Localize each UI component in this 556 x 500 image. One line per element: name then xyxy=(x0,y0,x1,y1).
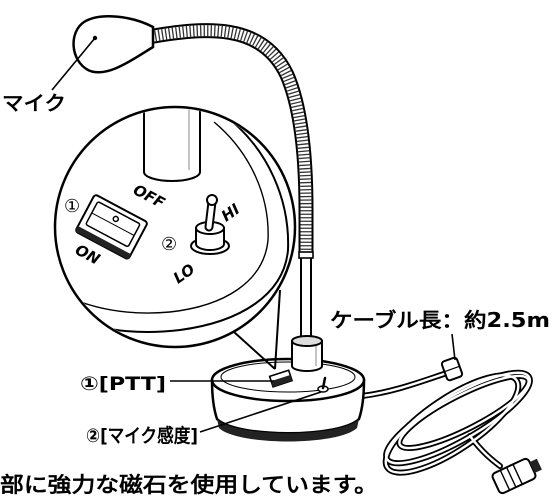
base-top-inner xyxy=(220,361,356,393)
cable-leader xyxy=(451,333,456,361)
zoom-ptt-rocker-switch[interactable] xyxy=(75,194,148,260)
base-ptt-switch[interactable] xyxy=(268,369,294,388)
cable-length-label: ケーブル長：約2.5m xyxy=(330,308,550,332)
zoom-base-rim-inner xyxy=(65,121,269,314)
mic-collar xyxy=(291,335,323,372)
mic-label: マイク xyxy=(2,91,66,115)
base-bottom-band xyxy=(217,419,359,442)
mic-sensitivity-label: ②[マイク感度] xyxy=(86,424,198,447)
mic-leader-dot xyxy=(92,35,98,41)
base-sensitivity-toggle[interactable] xyxy=(317,376,329,393)
sensitivity-leader xyxy=(199,391,322,433)
cable-plug xyxy=(491,457,542,495)
magnifier-tail xyxy=(233,289,281,370)
footer-note: 部に強力な磁石を使用しています。 xyxy=(0,473,378,497)
mic-base xyxy=(210,357,366,442)
ptt-label: ①[PTT] xyxy=(80,373,166,395)
switch-2-number: ② xyxy=(161,234,177,255)
coiled-cable xyxy=(362,357,544,495)
cable-strap xyxy=(440,356,464,382)
magnifier-callout: ① OFF ON ② HI LO xyxy=(53,105,297,370)
mic-head xyxy=(72,15,155,74)
mic-leader xyxy=(51,37,96,91)
leader-lines xyxy=(51,35,456,433)
gooseneck xyxy=(148,31,314,344)
magnifier-circle xyxy=(53,105,297,349)
zoom-sensitivity-toggle-switch[interactable] xyxy=(190,194,230,255)
switch-1-number: ① xyxy=(64,196,80,217)
zoom-collar xyxy=(143,108,201,182)
